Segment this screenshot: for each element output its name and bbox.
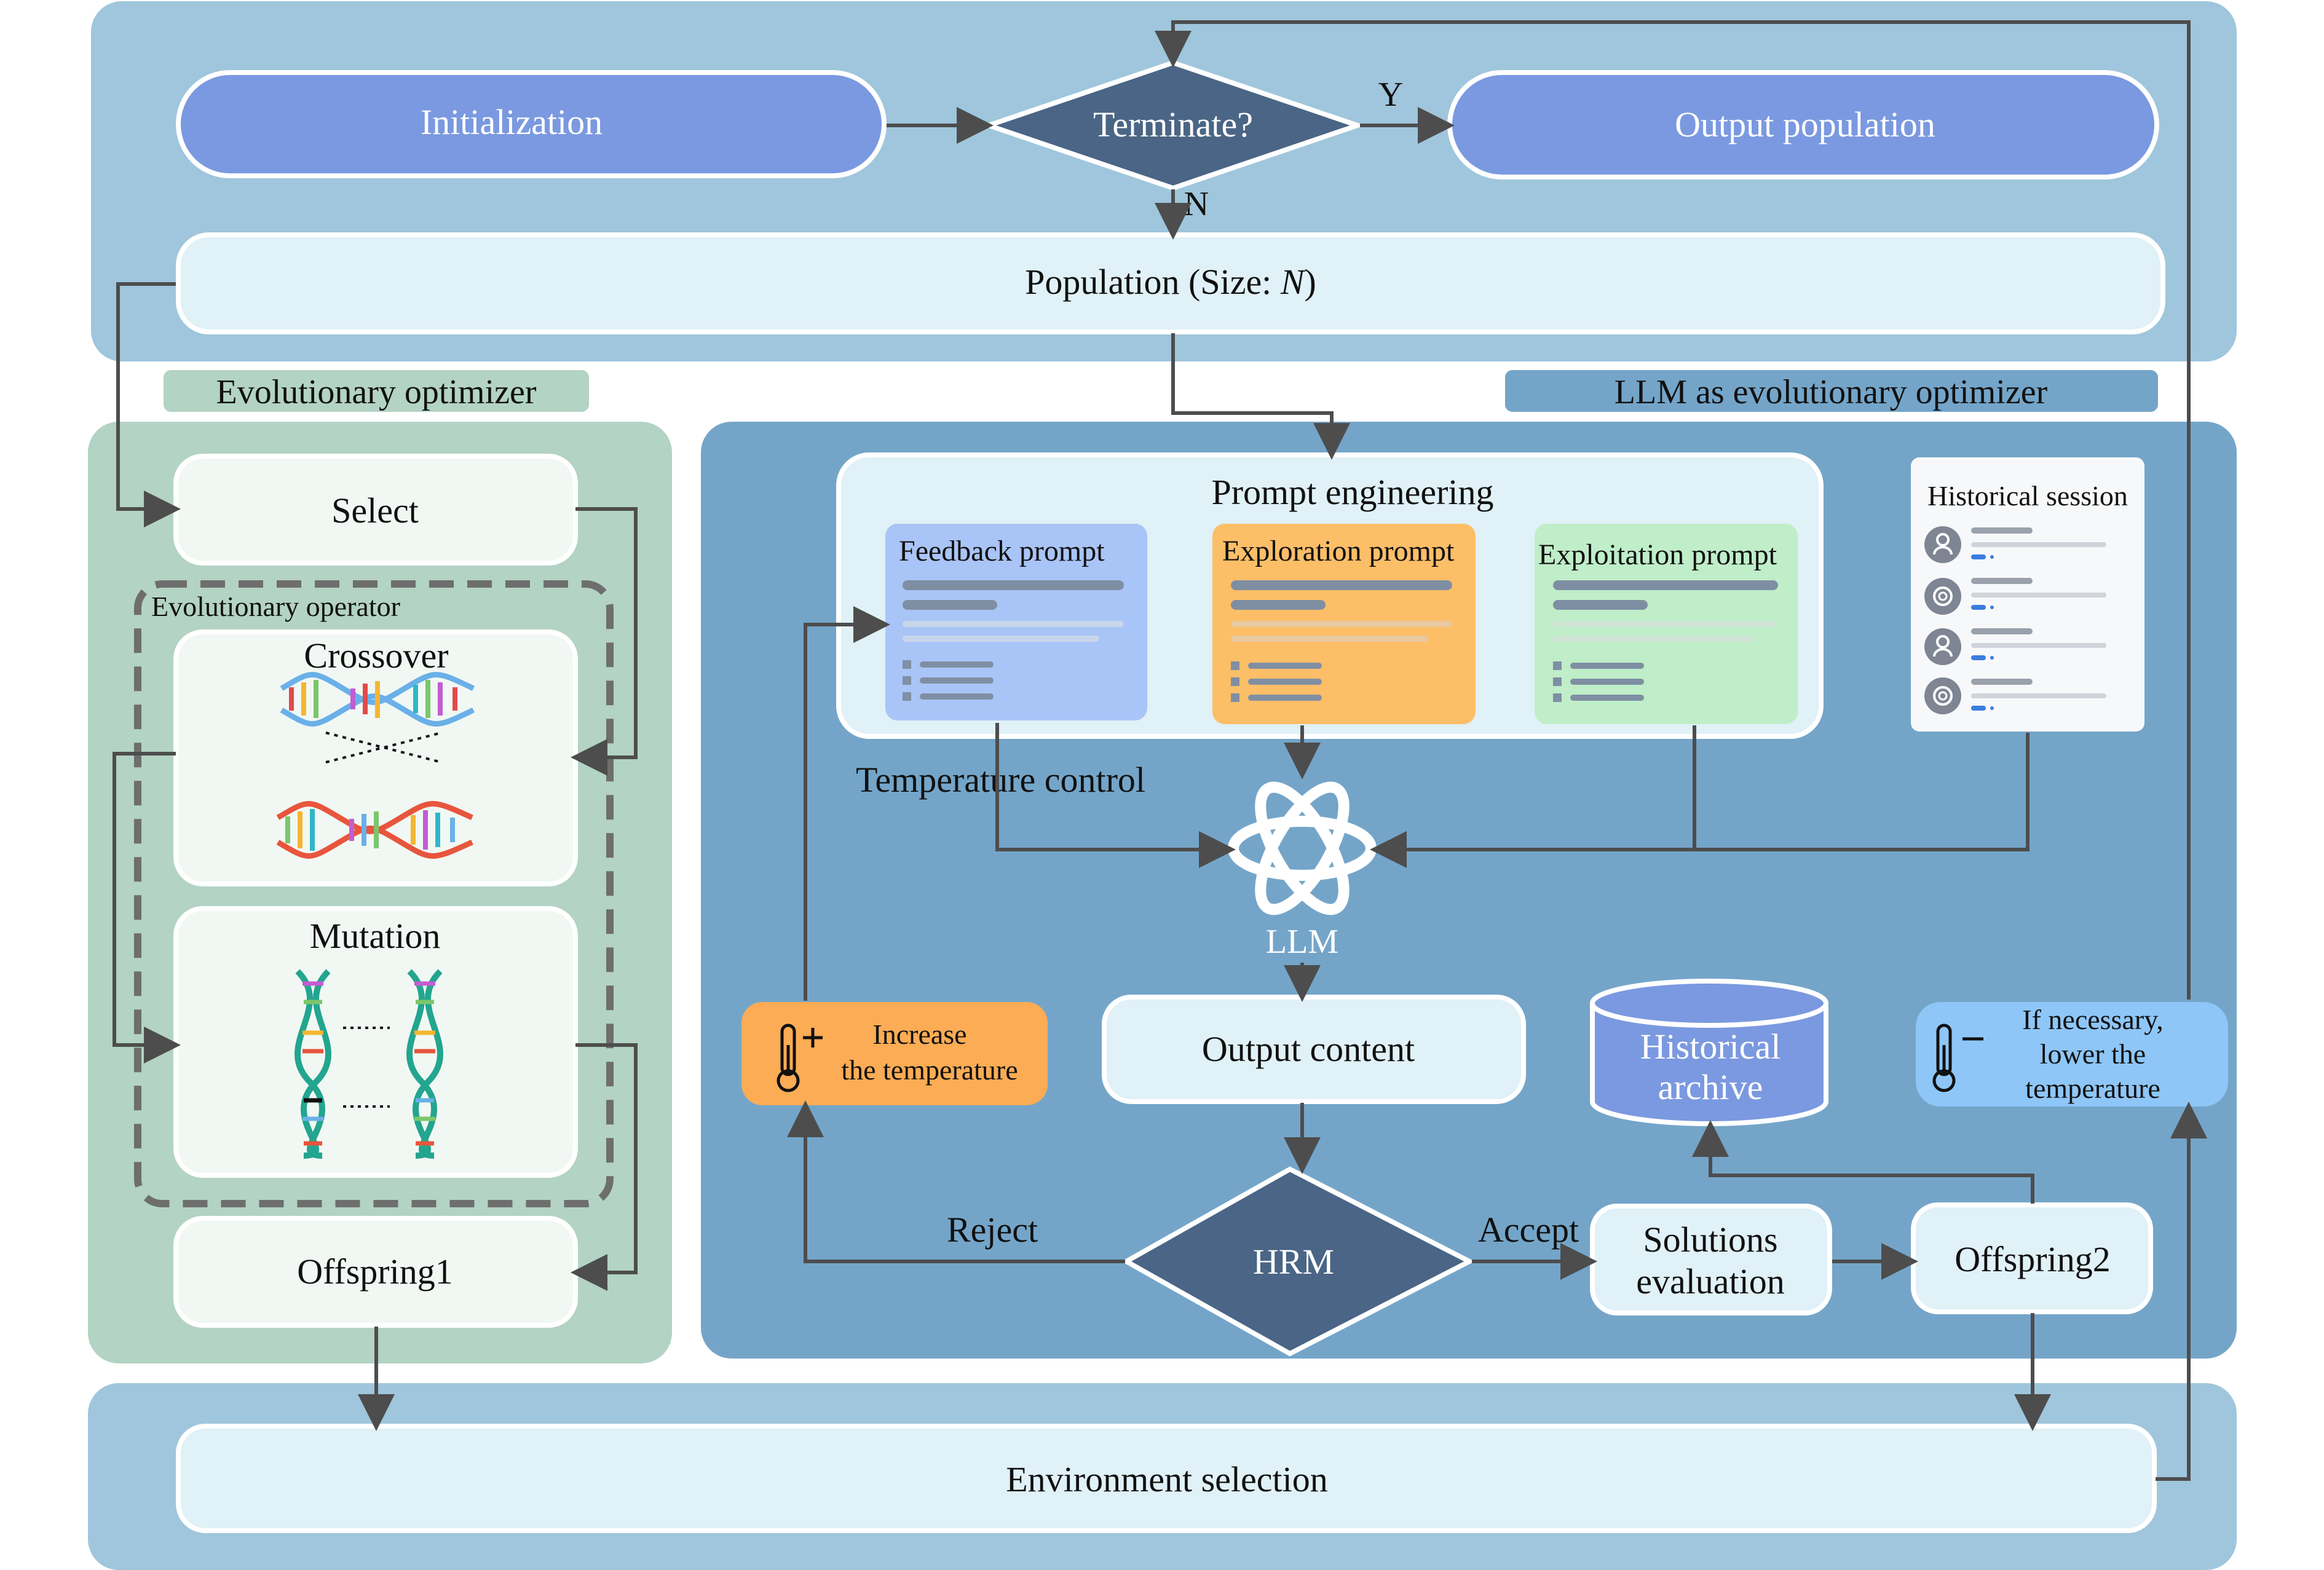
dna-mutation-icon: [294, 969, 443, 1159]
chat-history-icon: [1924, 526, 2106, 714]
terminate-diamond[interactable]: [981, 60, 1366, 191]
prompt-engineering-title: Prompt engineering: [1211, 472, 1493, 512]
exploration-text-lines-icon: [1231, 580, 1452, 702]
mutation-label: Mutation: [310, 916, 441, 956]
arrow-mutation-offspring1: [571, 1043, 638, 1291]
yes-label: Y: [1378, 76, 1403, 114]
llm-title-bar: [1505, 370, 2158, 412]
temperature-control-label: Temperature control: [856, 760, 1145, 800]
historical-archive-line2: archive: [1658, 1067, 1763, 1107]
population-label: Population (Size: N): [1025, 262, 1316, 302]
arrow-hrm-reject: [787, 1100, 1125, 1263]
evo-title: Evolutionary optimizer: [216, 373, 537, 411]
initialization-button[interactable]: [176, 70, 887, 178]
output-content-label: Output content: [1202, 1029, 1415, 1069]
accept-label: Accept: [1478, 1210, 1579, 1250]
arrow-offspring2-archive: [1692, 1120, 2034, 1204]
initialization-label: Initialization: [421, 102, 603, 142]
hrm-diamond[interactable]: [1121, 1166, 1475, 1357]
increase-temperature-line1: Increase: [872, 1019, 966, 1050]
arrow-population-prompt: [1171, 333, 1350, 460]
llm-label: LLM: [1266, 923, 1338, 961]
arrow-history-llm: [1694, 733, 2030, 851]
exploitation-prompt-label: Exploitation prompt: [1538, 538, 1777, 571]
lower-temperature-box[interactable]: [1916, 1002, 2228, 1106]
environment-selection-box[interactable]: [176, 1424, 2157, 1533]
arrow-feedback-llm: [995, 723, 1236, 868]
dna-crossover-icon: [276, 672, 475, 859]
operator-label: Evolutionary operator: [151, 591, 400, 622]
reject-label: Reject: [947, 1210, 1038, 1250]
llm-title: LLM as evolutionary optimizer: [1615, 373, 2048, 411]
environment-selection-label: Environment selection: [1006, 1459, 1327, 1499]
arrow-environment-lower: [2156, 1102, 2207, 1481]
historical-archive-line1: Historical: [1640, 1027, 1781, 1067]
exploration-prompt-label: Exploration prompt: [1222, 535, 1455, 567]
arrow-increase-feedback: [804, 606, 890, 1001]
arrow-select-crossover: [571, 507, 638, 776]
crossover-label: Crossover: [304, 636, 448, 676]
solutions-evaluation-line1: Solutions: [1643, 1220, 1777, 1260]
increase-temperature-line2: the temperature: [841, 1054, 1018, 1086]
lower-temperature-line2: lower the: [2040, 1038, 2146, 1070]
terminate-label: Terminate?: [1093, 105, 1253, 144]
select-label: Select: [331, 491, 419, 531]
lower-temperature-line3: temperature: [2025, 1073, 2160, 1104]
solutions-evaluation-line2: evaluation: [1636, 1261, 1785, 1301]
connectors: [113, 20, 2207, 1481]
exploitation-text-lines-icon: [1553, 580, 1778, 702]
feedback-prompt-label: Feedback prompt: [899, 535, 1105, 567]
feedback-text-lines-icon: [903, 580, 1124, 701]
arrow-population-select: [116, 282, 181, 527]
hrm-label: HRM: [1253, 1242, 1334, 1282]
output-population-label: Output population: [1675, 105, 1935, 144]
historical-session-title: Historical session: [1927, 480, 2128, 511]
lower-temperature-line1: If necessary,: [2022, 1004, 2163, 1035]
evo-title-bar: [164, 370, 589, 412]
thermometer-minus-icon: [1932, 1024, 1983, 1092]
arrow-lower-terminate: [1155, 20, 2191, 1000]
arrow-crossover-mutation: [113, 752, 181, 1063]
offspring2-label: Offspring2: [1954, 1239, 2110, 1279]
offspring1-label: Offspring1: [297, 1252, 453, 1292]
evolutionary-operator-group: [134, 580, 614, 1207]
no-label: N: [1184, 185, 1209, 223]
increase-temperature-box[interactable]: [741, 1002, 1048, 1105]
thermometer-plus-icon: [777, 1024, 823, 1092]
